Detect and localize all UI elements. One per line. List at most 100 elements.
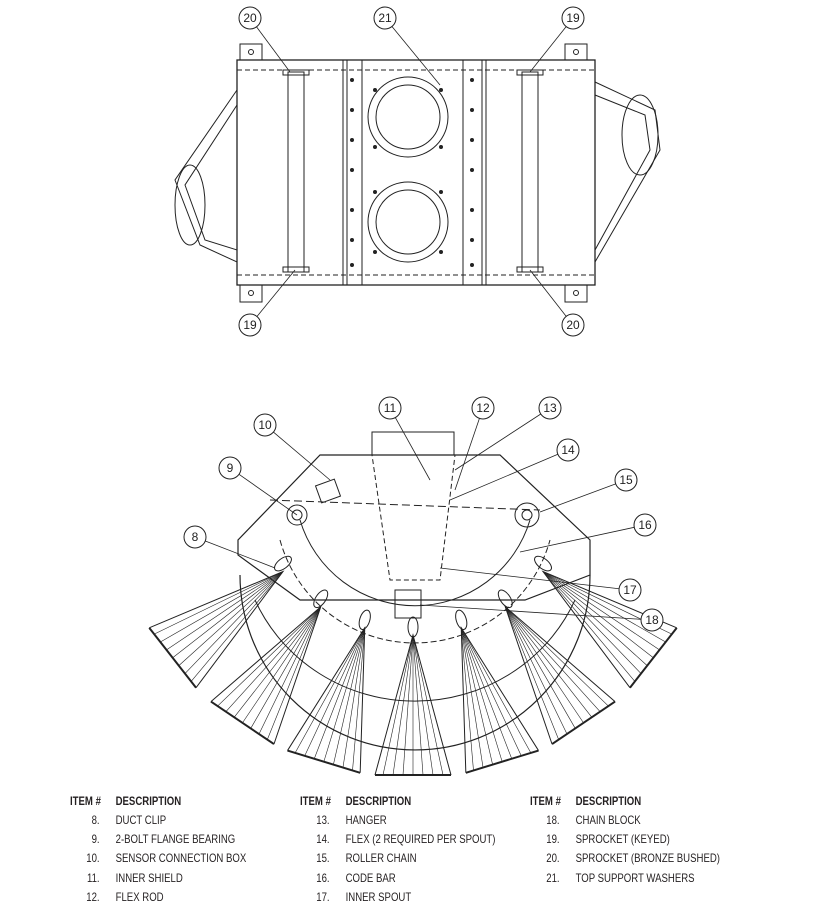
item-description: DUCT CLIP	[115, 813, 167, 827]
item-number: 18.	[546, 813, 560, 827]
item-description: FLEX (2 REQUIRED PER SPOUT)	[345, 832, 496, 847]
item-description: SPROCKET (KEYED)	[575, 832, 670, 847]
item-number: 11.	[86, 870, 100, 885]
callout-10: 10	[253, 413, 331, 481]
bearing	[286, 504, 308, 526]
item-description: HANGER	[345, 813, 387, 827]
item-description: INNER SHIELD	[115, 870, 183, 885]
callout-9: 9	[218, 456, 298, 516]
legend-row: 16.CODE BAR	[300, 871, 496, 890]
item-description: 2-BOLT FLANGE BEARING	[115, 832, 236, 847]
legend-row: 13.HANGER	[300, 813, 496, 832]
callout-label: 19	[243, 318, 257, 332]
item-number: 10.	[86, 851, 100, 866]
callout-label: 17	[623, 583, 637, 597]
item-description: CODE BAR	[345, 870, 396, 885]
legend-header-description: DESCRIPTION	[115, 794, 182, 808]
legend-column-2: ITEM # DESCRIPTION 13.HANGER 14. FLEX (2 R…	[300, 794, 496, 909]
callout-label: 12	[476, 401, 490, 415]
item-number: 12.	[86, 889, 100, 904]
callout-label: 20	[243, 11, 257, 25]
spout	[287, 609, 371, 774]
callout-20: 20	[238, 6, 291, 73]
hanger	[371, 454, 456, 581]
top-view	[174, 43, 661, 303]
item-number: 9.	[91, 832, 100, 847]
legend-row: 17. INNER SPOUT	[300, 890, 496, 909]
callout-11: 11	[378, 396, 431, 481]
callout-17: 17	[439, 567, 642, 602]
callout-label: 15	[619, 473, 633, 487]
spouts	[148, 555, 678, 776]
item-number: 17.	[316, 889, 330, 904]
spout	[455, 609, 539, 774]
top-opening-lower	[367, 181, 449, 263]
callout-label: 19	[566, 11, 580, 25]
item-description: TOP SUPPORT WASHERS	[575, 870, 695, 885]
legend-column-3: ITEM #DESCRIPTION 18.CHAIN BLOCK 19.SPRO…	[530, 794, 720, 890]
callout-19: 19	[238, 269, 296, 337]
legend-row: 11. INNER SHIELD	[70, 871, 246, 890]
callout-label: 8	[192, 530, 199, 544]
spout	[210, 589, 329, 745]
legend-header-item: ITEM #	[530, 794, 561, 808]
legend-row: 21. TOP SUPPORT WASHERS	[530, 871, 720, 890]
callout-label: 10	[258, 418, 272, 432]
callouts: 20 21 19 19 20 10 11 12 13 14 9 15 16 8 17 18	[183, 6, 664, 632]
callout-16: 16	[519, 513, 657, 553]
legend-header-description: DESCRIPTION	[345, 794, 412, 808]
callout-label: 13	[543, 401, 557, 415]
legend-column-1: ITEM # DESCRIPTION 8. DUCT CLIP 9. 2-BOLT F…	[70, 794, 246, 909]
callout-20: 20	[529, 269, 585, 337]
callout-label: 9	[227, 461, 234, 475]
legend-row: 8. DUCT CLIP	[70, 813, 246, 832]
callout-label: 21	[378, 11, 392, 25]
callout-15: 15	[539, 468, 638, 513]
left-hopper	[174, 88, 238, 263]
callout-label: 18	[645, 613, 659, 627]
item-description: SENSOR CONNECTION BOX	[115, 851, 247, 866]
item-description: SPROCKET (BRONZE BUSHED)	[575, 851, 720, 866]
legend-row: 15.ROLLER CHAIN	[300, 851, 496, 870]
callout-8: 8	[183, 525, 276, 569]
sprocket	[514, 502, 540, 528]
callout-21: 21	[373, 6, 441, 86]
callout-12: 12	[454, 396, 495, 491]
item-description: ROLLER CHAIN	[345, 851, 417, 866]
top-frame	[236, 59, 596, 286]
drawing-canvas: 20 21 19 19 20 10 11 12 13 14 9 15 16 8 17 18	[148, 6, 678, 776]
spout	[148, 555, 292, 689]
top-opening-upper	[367, 76, 449, 158]
legend-header-item: ITEM #	[300, 794, 331, 808]
right-hopper	[594, 81, 661, 264]
item-description: FLEX ROD	[115, 889, 164, 904]
spout	[497, 589, 616, 745]
callout-label: 20	[566, 318, 580, 332]
item-number: 20.	[546, 851, 560, 866]
legend-row: 9. 2-BOLT FLANGE BEARING	[70, 832, 246, 851]
callout-label: 11	[384, 401, 397, 415]
callout-14: 14	[449, 438, 580, 501]
callout-13: 13	[454, 396, 562, 471]
legend-row: 14. FLEX (2 REQUIRED PER SPOUT)	[300, 832, 496, 851]
legend-row: 18. CHAIN BLOCK	[530, 813, 720, 832]
callout-18: 18	[419, 604, 664, 632]
item-number: 19.	[546, 832, 560, 847]
item-description: CHAIN BLOCK	[575, 813, 641, 827]
callout-label: 14	[561, 443, 575, 457]
item-number: 14.	[316, 832, 330, 847]
item-description: INNER SPOUT	[345, 889, 412, 904]
distributor-housing	[237, 454, 591, 601]
item-number: 8.	[91, 813, 100, 827]
legend-row: 10. SENSOR CONNECTION BOX	[70, 851, 246, 870]
item-number: 21.	[546, 870, 560, 885]
legend-row: 19. SPROCKET (KEYED)	[530, 832, 720, 851]
callout-19: 19	[529, 6, 585, 73]
callout-label: 16	[638, 518, 652, 532]
legend-row: 20. SPROCKET (BRONZE BUSHED)	[530, 851, 720, 870]
spout	[374, 616, 452, 776]
legend-header-item: ITEM #	[70, 794, 101, 808]
legend-row: 12. FLEX ROD	[70, 890, 246, 909]
bottom-view	[148, 431, 678, 776]
